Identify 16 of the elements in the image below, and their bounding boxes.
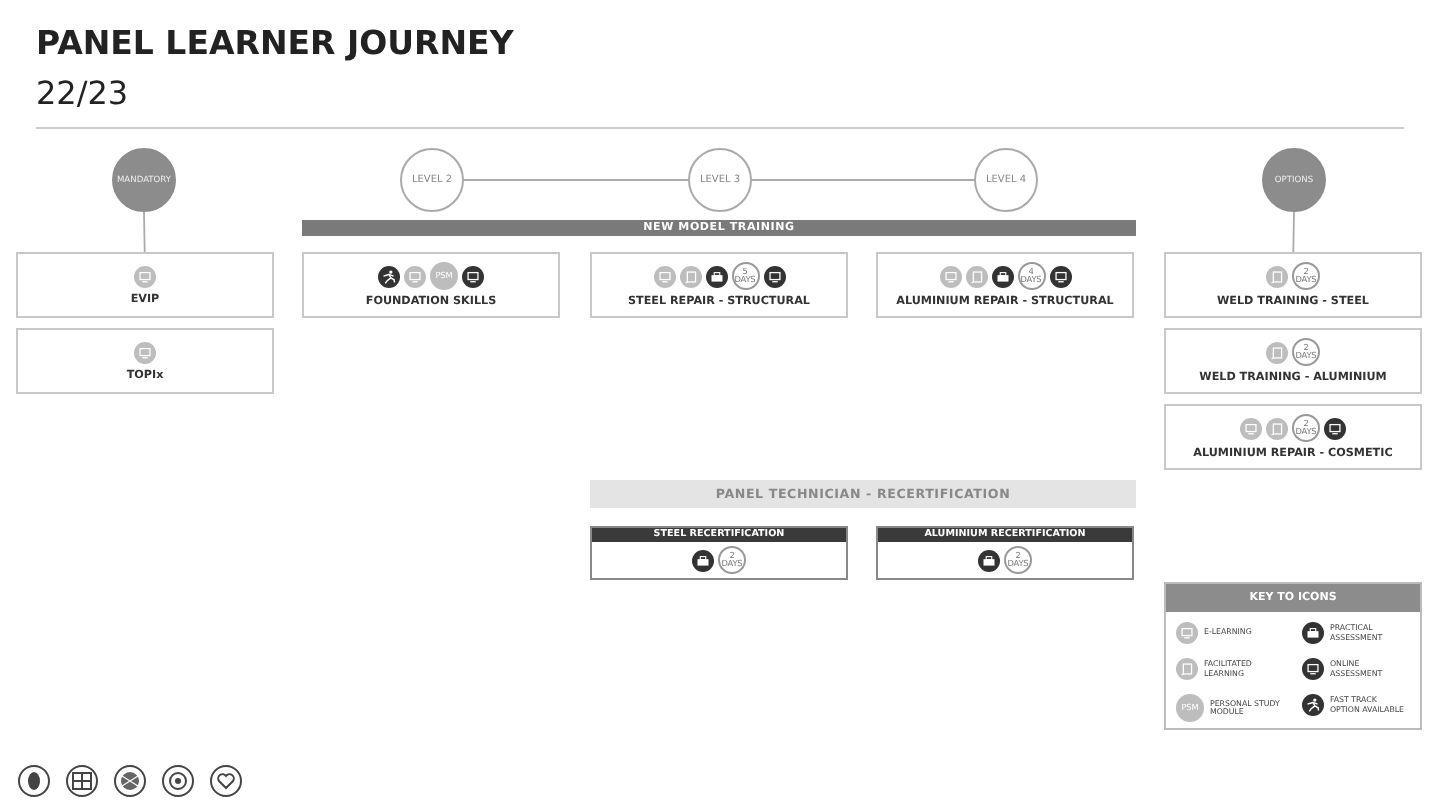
page-subtitle: 22/23 (36, 74, 129, 112)
course-card (876, 526, 1134, 580)
connector-line (463, 179, 689, 181)
course-card (590, 526, 848, 580)
course-card (302, 252, 560, 318)
course-card (876, 252, 1134, 318)
course-card (1164, 252, 1422, 318)
course-card (16, 328, 274, 394)
connector-line (1292, 211, 1295, 253)
course-card (1164, 404, 1422, 470)
page-title: PANEL LEARNER JOURNEY (36, 24, 514, 62)
course-card (590, 252, 848, 318)
course-card (1164, 328, 1422, 394)
course-card (16, 252, 274, 318)
connector-line (143, 211, 146, 253)
connector-line (751, 179, 975, 181)
